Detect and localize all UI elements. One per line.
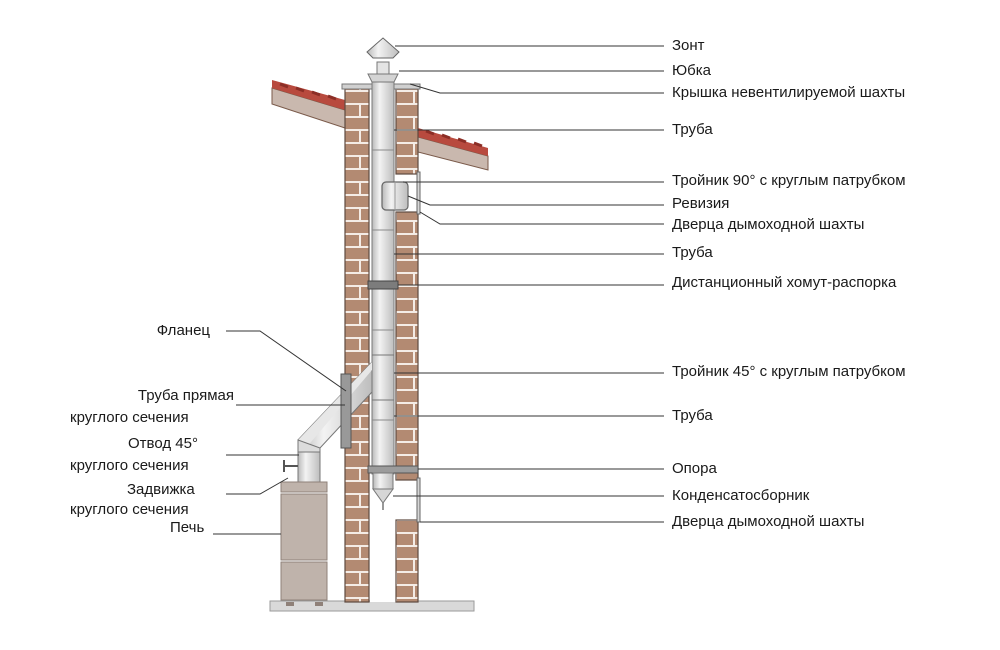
label-pipe-2: Труба — [672, 244, 713, 261]
door-upper — [416, 171, 421, 215]
label-door-1: Дверца дымоходной шахты — [672, 216, 865, 233]
leader-lines-left — [213, 330, 347, 535]
umbrella-cap — [366, 37, 400, 75]
label-straight-pipe-line2: круглого сечения — [70, 409, 189, 426]
label-skirt: Юбка — [672, 62, 711, 79]
main-pipe — [371, 75, 395, 475]
skirt — [367, 73, 399, 83]
label-stove: Печь — [170, 519, 205, 536]
label-shaft-cover: Крышка невентилируемой шахты — [672, 84, 906, 101]
label-door-2: Дверца дымоходной шахты — [672, 513, 865, 530]
label-bend-line2: круглого сечения — [70, 457, 189, 474]
label-tee-90: Тройник 90° с круглым патрубком — [672, 172, 906, 189]
label-damper-line1: Задвижка — [127, 481, 195, 498]
label-flange: Фланец — [156, 322, 210, 339]
brick-wall-left — [344, 87, 370, 603]
tee-45 — [371, 354, 395, 401]
spacer-clamp — [367, 280, 399, 290]
flange — [340, 373, 352, 449]
leader-lines-right — [393, 45, 664, 523]
label-tee-45: Тройник 45° с круглым патрубком — [672, 363, 906, 380]
roof-left — [271, 80, 346, 129]
label-umbrella: Зонт — [672, 37, 705, 54]
condensate-collector — [372, 472, 394, 510]
brick-wall-right — [395, 87, 419, 603]
label-straight-pipe-line1: Труба прямая — [137, 387, 234, 404]
label-damper-line2: круглого сечения — [70, 501, 189, 518]
label-support: Опора — [672, 460, 717, 477]
door-lower — [416, 477, 421, 523]
label-bend-line1: Отвод 45° — [128, 435, 198, 452]
floor-slab — [269, 600, 475, 612]
tee-90-revision — [381, 181, 409, 211]
label-spacer-clamp: Дистанционный хомут-распорка — [672, 274, 897, 291]
stove — [280, 481, 328, 606]
roof-right — [417, 128, 489, 171]
label-pipe-3: Труба — [672, 407, 713, 424]
damper — [283, 460, 298, 472]
label-revision: Ревизия — [672, 195, 730, 212]
label-pipe-1: Труба — [672, 121, 713, 138]
support-bracket — [367, 465, 419, 474]
label-condensate: Конденсатосборник — [672, 487, 810, 504]
stove-pipe — [297, 451, 321, 483]
